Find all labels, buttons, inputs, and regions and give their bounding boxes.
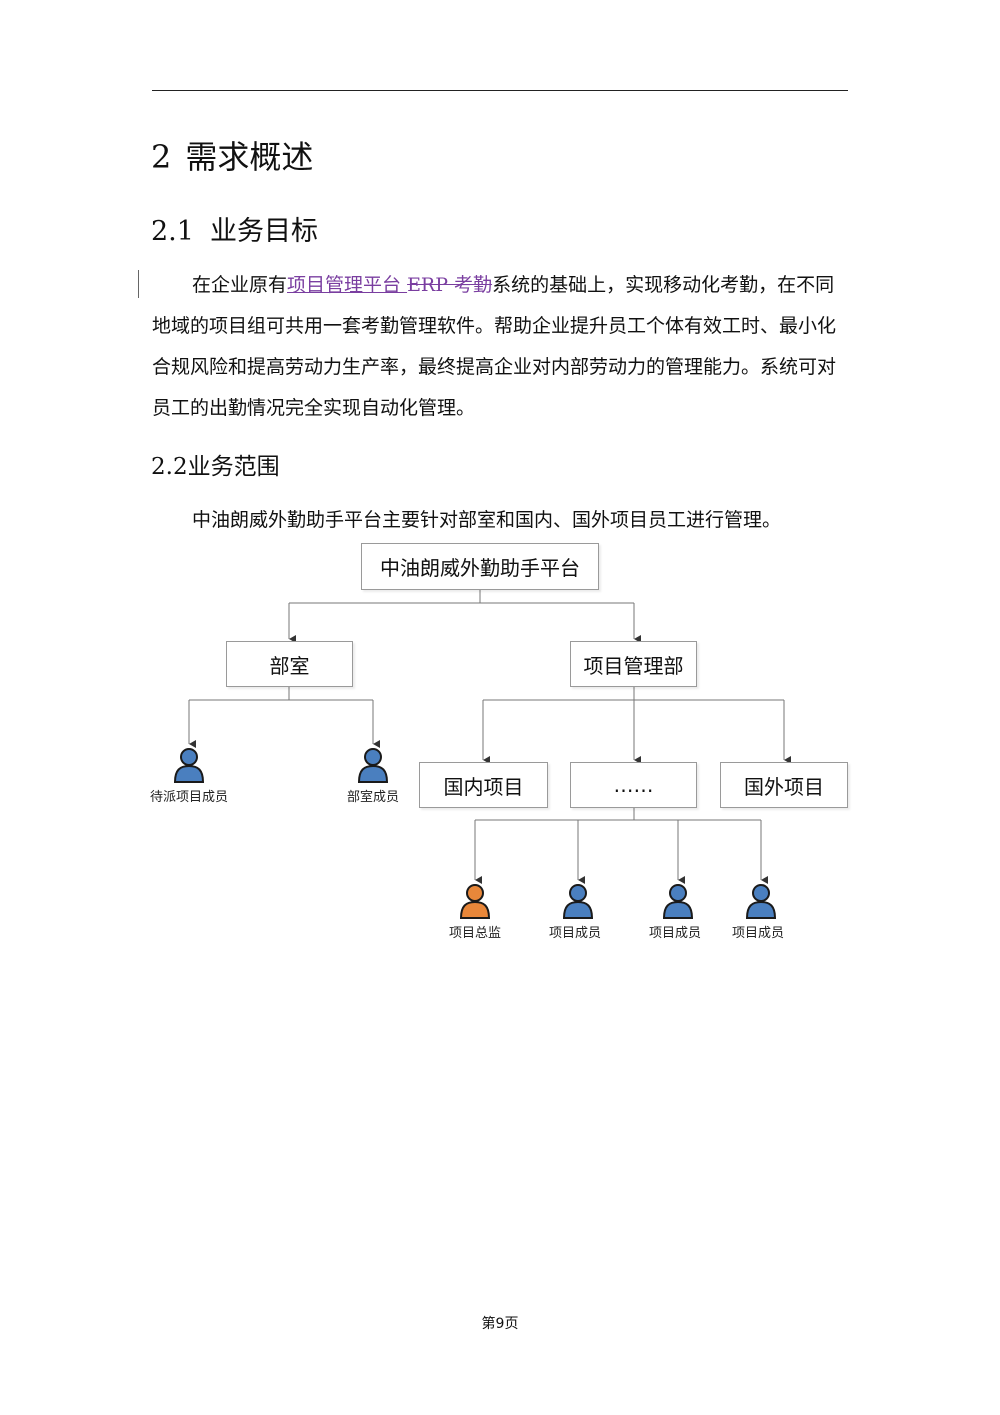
section-title: 业务目标 [209, 216, 318, 247]
paragraph-text-rest: 系统的基础上，实现移动化考勤，在不同地域的项目组可共用一套考勤管理软件。帮助企业… [152, 274, 837, 419]
org-node-domestic: 国内项目 [419, 762, 548, 808]
paragraph-text-start: 在企业原有 [192, 274, 288, 296]
goal-paragraph: 在企业原有项目管理平台 ERP 考勤系统的基础上，实现移动化考勤，在不同地域的项… [152, 265, 852, 429]
page-number: 第9页 [481, 1316, 519, 1332]
section-number: 2.1 [151, 216, 194, 247]
org-node-project-dept: 项目管理部 [570, 641, 697, 687]
deleted-text: ERP 考勤 [407, 274, 493, 296]
person-label-dept-member: 部室成员 [346, 790, 399, 805]
scope-paragraph: 中油朗威外勤助手平台主要针对部室和国内、国外项目员工进行管理。 [192, 509, 782, 531]
person-label-pending: 待派项目成员 [149, 790, 228, 805]
org-node-ellipsis: …… [570, 762, 697, 808]
person-label-member: 项目成员 [648, 926, 701, 941]
inserted-text: 项目管理平台 [287, 274, 408, 296]
header-rule [152, 90, 848, 91]
person-label-director: 项目总监 [448, 926, 501, 941]
person-icon [173, 748, 205, 783]
org-node-dept: 部室 [226, 641, 353, 687]
chapter-heading: 2 需求概述 [151, 132, 313, 178]
revision-marker [138, 270, 139, 298]
person-label-member: 项目成员 [548, 926, 601, 941]
person-icon [745, 884, 777, 919]
org-chart-connectors [188, 590, 791, 884]
person-icon [357, 748, 389, 783]
section-heading-scope: 2.2业务范围 [151, 447, 280, 481]
section-title: 业务范围 [187, 454, 280, 480]
section-heading-goal: 2.1 业务目标 [151, 209, 318, 248]
person-icon [562, 884, 594, 919]
org-node-root: 中油朗威外勤助手平台 [361, 543, 599, 590]
person-icon [662, 884, 694, 919]
chapter-title: 需求概述 [185, 138, 314, 176]
person-label-member: 项目成员 [731, 926, 784, 941]
org-node-foreign: 国外项目 [720, 762, 848, 808]
section-number: 2.2 [151, 454, 188, 480]
person-director-icon [459, 884, 491, 919]
chapter-number: 2 [151, 138, 172, 176]
